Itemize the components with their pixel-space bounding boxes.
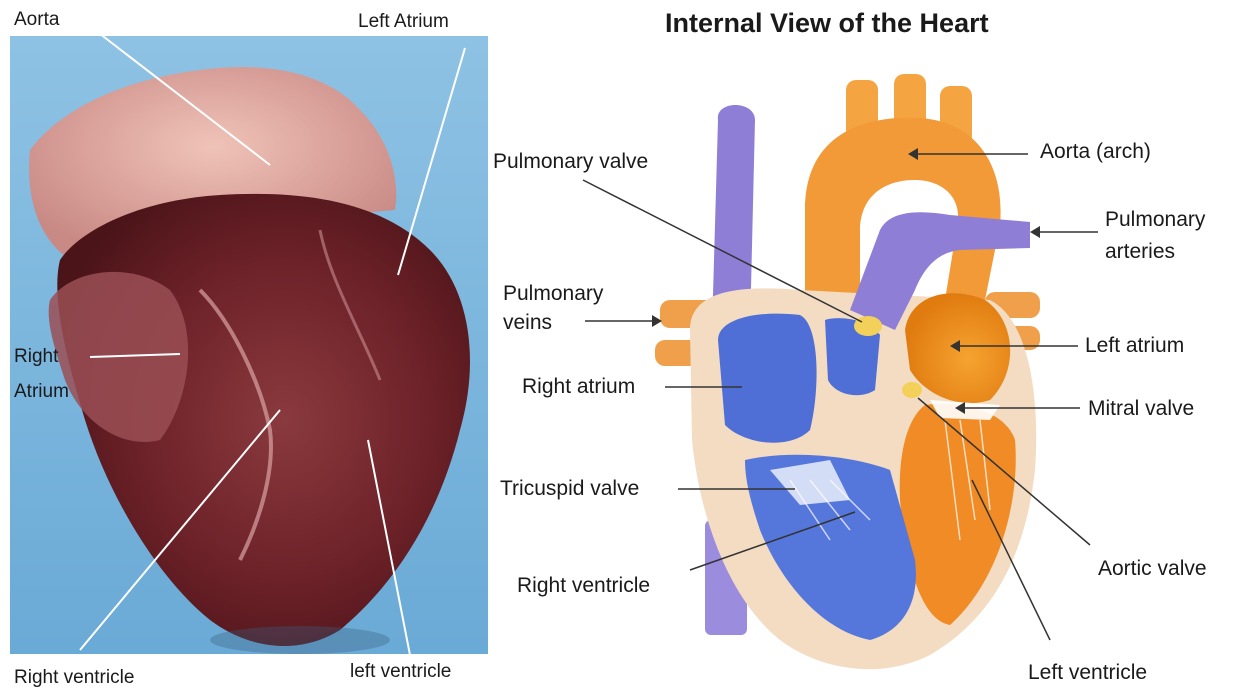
label-pulmonary-arteries-2: arteries xyxy=(1105,240,1175,264)
photo-label-left-ventricle: left ventricle xyxy=(350,660,451,684)
diagram-title: Internal View of the Heart xyxy=(665,8,989,39)
label-left-atrium: Left atrium xyxy=(1085,334,1184,358)
label-pulmonary-arteries-1: Pulmonary xyxy=(1105,208,1205,232)
photo-label-right-atrium-2: Atrium xyxy=(14,380,69,404)
aortic-valve-shape xyxy=(902,382,922,398)
label-aorta-arch: Aorta (arch) xyxy=(1040,140,1151,164)
pulmonary-valve xyxy=(854,316,882,336)
label-left-ventricle: Left ventricle xyxy=(1028,661,1147,685)
label-right-ventricle: Right ventricle xyxy=(517,574,650,598)
label-pulmonary-veins-2: veins xyxy=(503,311,552,335)
label-pulmonary-veins-1: Pulmonary xyxy=(503,282,603,306)
photo-label-left-atrium: Left Atrium xyxy=(358,10,449,34)
photo-label-aorta: Aorta xyxy=(14,8,59,32)
heart-diagram xyxy=(655,74,1040,669)
label-tricuspid-valve: Tricuspid valve xyxy=(500,477,639,501)
label-mitral-valve: Mitral valve xyxy=(1088,397,1194,421)
photo-shadow xyxy=(210,626,390,654)
label-aortic-valve: Aortic valve xyxy=(1098,557,1207,581)
label-right-atrium: Right atrium xyxy=(522,375,635,399)
right-atrium xyxy=(718,314,817,443)
label-pulmonary-valve: Pulmonary valve xyxy=(493,150,648,174)
heart-photo xyxy=(10,36,488,654)
photo-label-right-atrium-1: Right xyxy=(14,345,58,369)
photo-label-right-ventricle: Right ventricle xyxy=(14,666,134,690)
arrowhead xyxy=(1030,226,1040,238)
